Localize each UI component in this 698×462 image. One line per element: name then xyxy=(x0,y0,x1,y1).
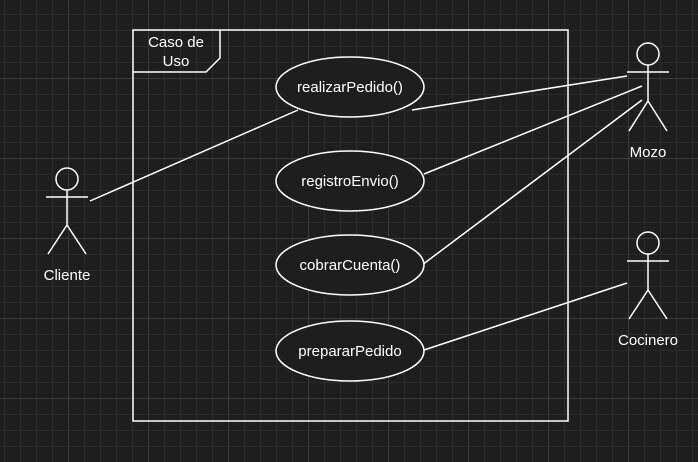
system-boundary[interactable]: Caso de Uso xyxy=(132,29,569,422)
association-mozo-cobrar-cuenta[interactable] xyxy=(421,99,643,266)
system-title-line1: Caso de xyxy=(148,34,204,51)
associations xyxy=(89,75,643,352)
use-case-cobrar-cuenta[interactable]: cobrarCuenta() xyxy=(275,234,425,296)
association-mozo-registro-envio[interactable] xyxy=(423,85,643,175)
system-title-line2: Uso xyxy=(163,53,190,70)
stick-figure-icon xyxy=(627,231,669,320)
stick-figure-icon xyxy=(627,42,669,132)
association-cocinero-preparar-pedido[interactable] xyxy=(420,282,628,352)
actor-cliente[interactable]: Cliente xyxy=(44,167,91,284)
use-case-label: cobrarCuenta() xyxy=(300,257,401,274)
actor-label: Cliente xyxy=(44,267,91,284)
association-mozo-realizar-pedido[interactable] xyxy=(411,75,628,111)
actor-mozo[interactable]: Mozo xyxy=(627,42,669,161)
use-case-realizar-pedido[interactable]: realizarPedido() xyxy=(275,56,425,118)
stick-figure-icon xyxy=(46,167,88,255)
use-case-label: registroEnvio() xyxy=(301,173,399,190)
actor-cocinero[interactable]: Cocinero xyxy=(618,231,678,349)
system-title-tab xyxy=(133,30,221,73)
actor-label: Mozo xyxy=(630,144,667,161)
association-cliente-realizar-pedido[interactable] xyxy=(89,109,299,202)
use-case-label: realizarPedido() xyxy=(297,79,403,96)
use-case-registro-envio[interactable]: registroEnvio() xyxy=(275,150,425,212)
actor-label: Cocinero xyxy=(618,332,678,349)
use-case-label: prepararPedido xyxy=(298,343,401,360)
use-case-preparar-pedido[interactable]: prepararPedido xyxy=(275,320,425,382)
